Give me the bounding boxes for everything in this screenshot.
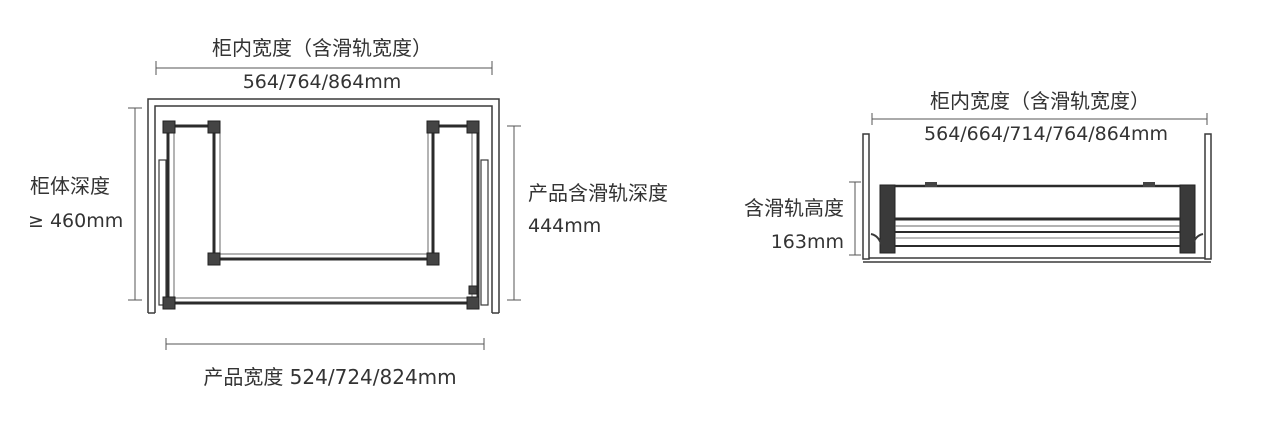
product-depth-value: 444mm <box>528 215 601 237</box>
height-value: 163mm <box>771 231 844 253</box>
basket-inner-lines <box>173 130 473 299</box>
product-width-label: 产品宽度 524/724/824mm <box>203 365 456 389</box>
top-view: 柜内宽度（含滑轨宽度） 564/764/864mm <box>28 36 668 389</box>
basket-inner-frame <box>212 128 435 261</box>
front-view: 柜内宽度（含滑轨宽度） 564/664/714/764/864mm <box>744 89 1212 263</box>
front-cabinet-width-dimension-line <box>871 113 1208 125</box>
cabinet-width-label: 柜内宽度（含滑轨宽度） <box>212 36 432 60</box>
slide-rails <box>158 159 489 306</box>
cabinet-width-dimension-line <box>155 61 493 75</box>
cabinet-depth-label: 柜体深度 <box>30 174 110 198</box>
product-width-dimension-line <box>165 338 485 350</box>
height-label: 含滑轨高度 <box>744 196 844 220</box>
cabinet-width-values: 564/764/864mm <box>243 71 402 93</box>
front-cabinet-outline <box>862 133 1212 263</box>
front-basket <box>870 182 1204 254</box>
basket-inner-frame-lines <box>219 130 429 255</box>
front-cabinet-width-values: 564/664/714/764/864mm <box>924 123 1168 145</box>
product-depth-label: 产品含滑轨深度 <box>528 181 668 205</box>
corner-connectors <box>162 120 480 310</box>
cabinet-outline <box>147 98 500 314</box>
cabinet-depth-value: ≥ 460mm <box>28 210 123 232</box>
cabinet-depth-dimension-line <box>128 107 142 301</box>
height-dimension-line <box>849 181 861 256</box>
product-depth-dimension-line <box>507 125 521 301</box>
front-cabinet-width-label: 柜内宽度（含滑轨宽度） <box>930 89 1150 113</box>
